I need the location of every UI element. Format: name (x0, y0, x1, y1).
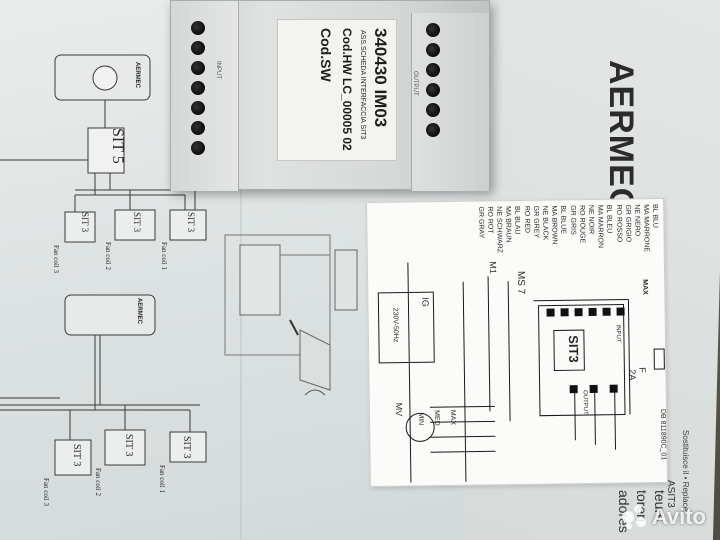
sit3-label-6: SIT 3 (181, 436, 192, 459)
color-code: NE SCHWARZ (495, 206, 503, 254)
color-code: NE NOIR (587, 204, 595, 235)
fuse-label: F (637, 367, 648, 373)
color-code: RO ROT (486, 206, 494, 234)
module-code-line2: ASS.SCHEDA INTERFACCIA SIT3 (359, 30, 366, 140)
med-label: MED (432, 410, 441, 426)
output-terminal (426, 123, 440, 137)
avito-watermark: Avito (621, 504, 706, 530)
module-code-line1: 340430 IM03 (371, 28, 390, 128)
module-output-block (411, 13, 489, 191)
fan-coil-1-top: Fan coil 1 (160, 242, 168, 270)
thermostat-brand-2: AERMEC (136, 298, 142, 325)
module-label-card: 340430 IM03 ASS.SCHEDA INTERFACCIA SIT3 … (277, 19, 397, 161)
sit3-label-3: SIT 3 (186, 212, 196, 233)
ig-label: IG (420, 297, 431, 307)
color-code: NE BLACK (541, 205, 549, 241)
color-legend-col2: BL BLEU MA MARRON NE NOIR RO ROUGE GR GR… (568, 205, 614, 249)
output-terminal (426, 43, 440, 57)
output-terminal (426, 63, 440, 77)
input-terminal (191, 81, 205, 95)
output-terminal (426, 83, 440, 97)
output-terminal (426, 23, 440, 37)
sit3-label-1: SIT 3 (80, 212, 90, 233)
sit5-label: SIT 5 (109, 128, 126, 164)
sticker-input-label: INPUT (614, 324, 622, 343)
color-code: GR GRIS (569, 205, 577, 235)
max-label-top: MAX (641, 279, 649, 295)
sit3-label-5: SIT 3 (123, 434, 134, 457)
input-terminal (191, 121, 205, 135)
module-code-line4: Cod.SW (318, 28, 334, 82)
sticker-output-label: OUTPUT (581, 390, 589, 415)
color-code: BL BLAU (513, 205, 521, 235)
output-label: OUTPUT (412, 71, 418, 96)
sit3-label-2: SIT 3 (132, 212, 142, 233)
color-code: MA MARRONE (642, 204, 650, 253)
module-code-line3: Cod.HW LC_00005 02 (340, 28, 354, 151)
sit3-label-4: SIT 3 (71, 444, 82, 467)
ms-label: MS 7 (515, 270, 527, 295)
power-label: 230V-50Hz (391, 307, 399, 343)
part-number: DB 811890C_01 (658, 408, 667, 461)
fan-coil-3-bottom: Fan coil 3 (42, 478, 50, 506)
color-code: BL BLU (651, 204, 659, 229)
color-code: GR GREY (532, 205, 540, 239)
sit3-module-label: SIT3 (565, 335, 582, 363)
input-terminal (191, 21, 205, 35)
module-input-block (171, 1, 239, 191)
fan-coil-1-bottom: Fan coil 1 (158, 465, 166, 493)
color-code: MA MARRON (596, 204, 604, 249)
color-code: RO RED (523, 205, 531, 234)
fuse-value: 2A (627, 369, 638, 381)
input-terminal (191, 61, 205, 75)
aermec-brand-logo: AERMEC (602, 60, 640, 214)
color-code: MA BRAUN (504, 206, 512, 243)
color-code: BL BLEU (605, 204, 613, 234)
avito-logo-icon (621, 505, 646, 529)
input-terminal (191, 41, 205, 55)
color-code: RO ROUGE (578, 205, 586, 244)
fan-coil-2-top: Fan coil 2 (104, 242, 112, 270)
color-code: RO ROSSO (615, 204, 623, 243)
m1-label: M1 (487, 261, 499, 274)
min-label: MIN (416, 412, 425, 426)
color-legend-col4: BL BLAU MA BRAUN NE SCHWARZ RO ROT GR GR… (476, 206, 522, 253)
max-label: MAX (448, 409, 457, 426)
output-terminal (426, 103, 440, 117)
color-code: BL BLUE (559, 205, 567, 234)
sostituisce-text: Sostituisce il • Replace: (681, 430, 690, 514)
sit3-interface-module: INPUT OUTPUT 340430 IM03 ASS.SCHEDA INTE… (170, 0, 490, 191)
color-legend-col3: BL BLUE MA BROWN NE BLACK GR GREY RO RED (522, 205, 568, 245)
input-terminal (191, 101, 205, 115)
color-code: MA BROWN (550, 205, 558, 245)
mv-label: MV (393, 402, 405, 417)
color-legend-col1: BL BLU MA MARRONE NE NERO GR GRIGIO RO R… (614, 204, 660, 252)
avito-watermark-text: Avito (651, 504, 706, 529)
input-terminal (191, 141, 205, 155)
fan-coil-3-top: Fan coil 3 (52, 245, 60, 273)
wiring-sticker: BL BLU MA MARRONE NE NERO GR GRIGIO RO R… (366, 197, 668, 488)
input-label: INPUT (215, 61, 221, 79)
color-code: NE NERO (633, 204, 641, 237)
color-code: GR GRIGIO (624, 204, 632, 243)
color-code: GR GRAY (477, 206, 485, 239)
sticker-lines (377, 262, 665, 483)
fan-coil-2-bottom: Fan coil 2 (94, 468, 102, 496)
thermostat-brand-1: AERMEC (134, 62, 140, 89)
